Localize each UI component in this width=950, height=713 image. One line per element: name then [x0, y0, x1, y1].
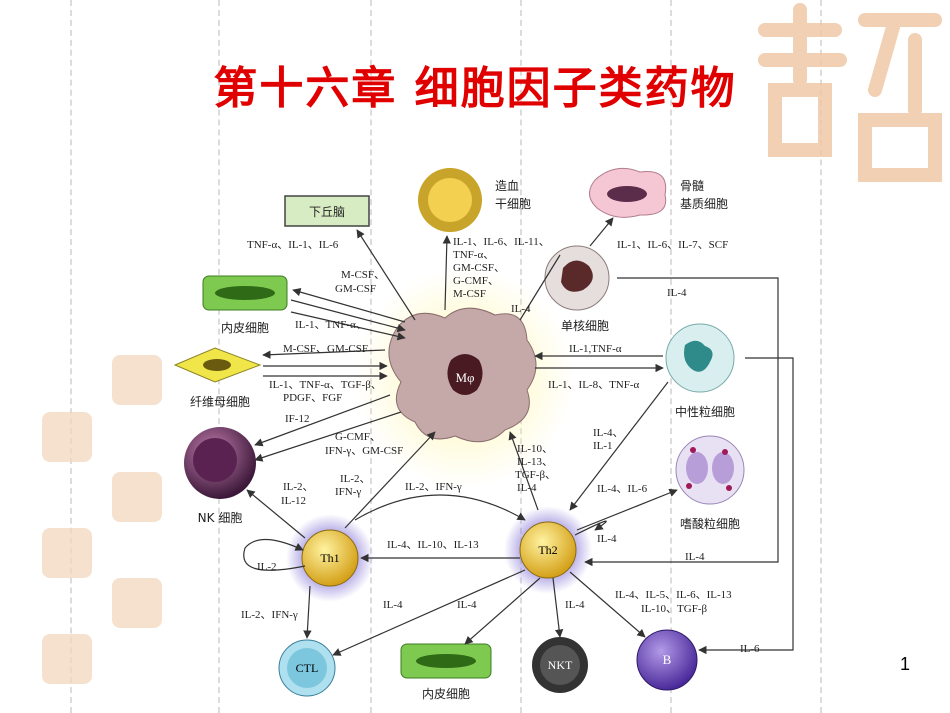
hsc-label-line1: 造血: [495, 179, 519, 193]
svg-text:IL-4、IL-10、IL-13: IL-4、IL-10、IL-13: [387, 539, 479, 551]
svg-text:GM-CSF: GM-CSF: [335, 283, 376, 295]
svg-text:IL-4: IL-4: [597, 533, 617, 545]
monocyte-label: 单核细胞: [561, 319, 609, 333]
svg-text:IL-1,TNF-α: IL-1,TNF-α: [569, 343, 622, 355]
hypothalamus-label: 下丘脑: [309, 205, 345, 219]
svg-text:TNF-α、: TNF-α、: [453, 249, 494, 261]
endothelial-cell-bottom-node: 内皮细胞: [400, 643, 492, 701]
seal-logo-large: [758, 3, 942, 182]
svg-text:IL-2、IFN-γ: IL-2、IFN-γ: [241, 609, 298, 621]
eosinophil-node: 嗜酸粒细胞: [675, 435, 745, 531]
svg-text:IL-4: IL-4: [517, 482, 537, 494]
macrophage-label: Mφ: [455, 370, 474, 385]
svg-text:IL-10、: IL-10、: [517, 443, 553, 455]
endothelial-cell-top-node: 内皮细胞: [202, 275, 288, 335]
hypothalamus-node: 下丘脑: [284, 195, 370, 227]
bm-label-line2: 基质细胞: [680, 197, 728, 211]
bone-marrow-stromal-cell-node: 骨髓 基质细胞: [589, 167, 728, 218]
macrophage-node: Mφ: [355, 268, 575, 488]
svg-text:IL-2: IL-2: [257, 561, 277, 573]
th1-label: Th1: [320, 551, 339, 565]
svg-text:IL-4、: IL-4、: [593, 427, 624, 439]
neutrophil-node: 中性粒细胞: [665, 323, 735, 419]
b-label: B: [663, 652, 672, 667]
svg-text:IFN-γ、GM-CSF: IFN-γ、GM-CSF: [325, 445, 403, 457]
svg-text:IL-4: IL-4: [685, 551, 705, 563]
nk-label: NK 细胞: [198, 511, 243, 525]
seal-icon: [112, 472, 162, 522]
endothelial-top-label: 内皮细胞: [221, 321, 269, 335]
svg-text:IL-2、: IL-2、: [340, 473, 371, 485]
b-cell-node: B: [636, 629, 698, 691]
svg-text:M-CSF、GM-CSF: M-CSF、GM-CSF: [283, 343, 368, 355]
svg-text:IL-1、IL-6、IL-7、SCF: IL-1、IL-6、IL-7、SCF: [617, 239, 728, 251]
svg-text:IL-10、TGF-β: IL-10、TGF-β: [641, 603, 707, 615]
svg-text:G-CMF、: G-CMF、: [453, 275, 499, 287]
seal-icon: [42, 528, 92, 578]
seal-icon: [112, 355, 162, 405]
svg-text:PDGF、FGF: PDGF、FGF: [283, 392, 342, 404]
ctl-label: CTL: [296, 661, 319, 675]
svg-text:IL-13、: IL-13、: [517, 456, 553, 468]
hsc-label-line2: 干细胞: [495, 197, 531, 211]
svg-text:M-CSF、: M-CSF、: [341, 269, 385, 281]
svg-text:IFN-γ: IFN-γ: [335, 486, 361, 498]
seal-icon: [42, 412, 92, 462]
nkt-label: NKT: [548, 658, 573, 672]
monocyte-node: 单核细胞: [544, 245, 610, 333]
cytokine-labels: TNF-α、IL-1、IL-6 M-CSF、 GM-CSF IL-1、TNF-α…: [241, 236, 760, 655]
svg-text:IL-6: IL-6: [740, 643, 760, 655]
neutrophil-label: 中性粒细胞: [675, 404, 735, 419]
seal-icon: [112, 578, 162, 628]
fibroblast-label: 纤维母细胞: [190, 395, 250, 409]
svg-text:M-CSF: M-CSF: [453, 288, 486, 300]
svg-text:IL-2、: IL-2、: [283, 481, 314, 493]
slide-number: 1: [899, 654, 910, 674]
svg-text:IL-4、IL-5、IL-6、IL-13: IL-4、IL-5、IL-6、IL-13: [615, 589, 732, 601]
cytokine-network-diagram: 下丘脑 造血 干细胞 骨髓 基质细胞 内皮细胞 单核细胞 Mφ 纤维母细胞: [173, 167, 794, 701]
bm-label-line1: 骨髓: [680, 179, 704, 193]
th2-cell-node: Th2: [504, 506, 592, 594]
svg-text:IL-2、IFN-γ: IL-2、IFN-γ: [405, 481, 462, 493]
background-rule: [70, 0, 72, 713]
th2-label: Th2: [538, 543, 557, 557]
svg-text:IL-1、TNF-α、: IL-1、TNF-α、: [295, 319, 367, 331]
svg-text:IL-4: IL-4: [667, 287, 687, 299]
ctl-cell-node: CTL: [278, 639, 336, 697]
svg-text:IL-4: IL-4: [511, 303, 531, 315]
svg-text:TGF-β、: TGF-β、: [515, 469, 556, 481]
svg-text:GM-CSF、: GM-CSF、: [453, 262, 505, 274]
svg-text:IL-4: IL-4: [383, 599, 403, 611]
background-rule: [820, 0, 822, 713]
arrows: [243, 217, 794, 656]
hematopoietic-stem-cell-node: 造血 干细胞: [418, 168, 531, 232]
svg-text:IL-1、IL-6、IL-11、: IL-1、IL-6、IL-11、: [453, 236, 550, 248]
fibroblast-node: 纤维母细胞: [173, 347, 262, 409]
seal-icon: [42, 634, 92, 684]
svg-text:IF-12: IF-12: [285, 413, 309, 425]
svg-text:IL-1: IL-1: [593, 440, 613, 452]
svg-text:IL-4、IL-6: IL-4、IL-6: [597, 483, 648, 495]
slide-title: 第十六章 细胞因子类药物: [213, 63, 737, 114]
svg-text:IL-1、TNF-α、TGF-β、: IL-1、TNF-α、TGF-β、: [269, 379, 382, 391]
nk-cell-node: NK 细胞: [184, 427, 256, 525]
endothelial-bottom-label: 内皮细胞: [422, 687, 470, 701]
svg-text:TNF-α、IL-1、IL-6: TNF-α、IL-1、IL-6: [247, 239, 339, 251]
th1-cell-node: Th1: [286, 514, 374, 602]
svg-text:IL-1、IL-8、TNF-α: IL-1、IL-8、TNF-α: [548, 379, 640, 391]
nkt-cell-node: NKT: [532, 637, 588, 693]
eosinophil-label: 嗜酸粒细胞: [680, 516, 740, 531]
svg-text:G-CMF、: G-CMF、: [335, 431, 381, 443]
svg-text:IL-12: IL-12: [281, 495, 306, 507]
svg-text:IL-4: IL-4: [565, 599, 585, 611]
svg-text:IL-4: IL-4: [457, 599, 477, 611]
